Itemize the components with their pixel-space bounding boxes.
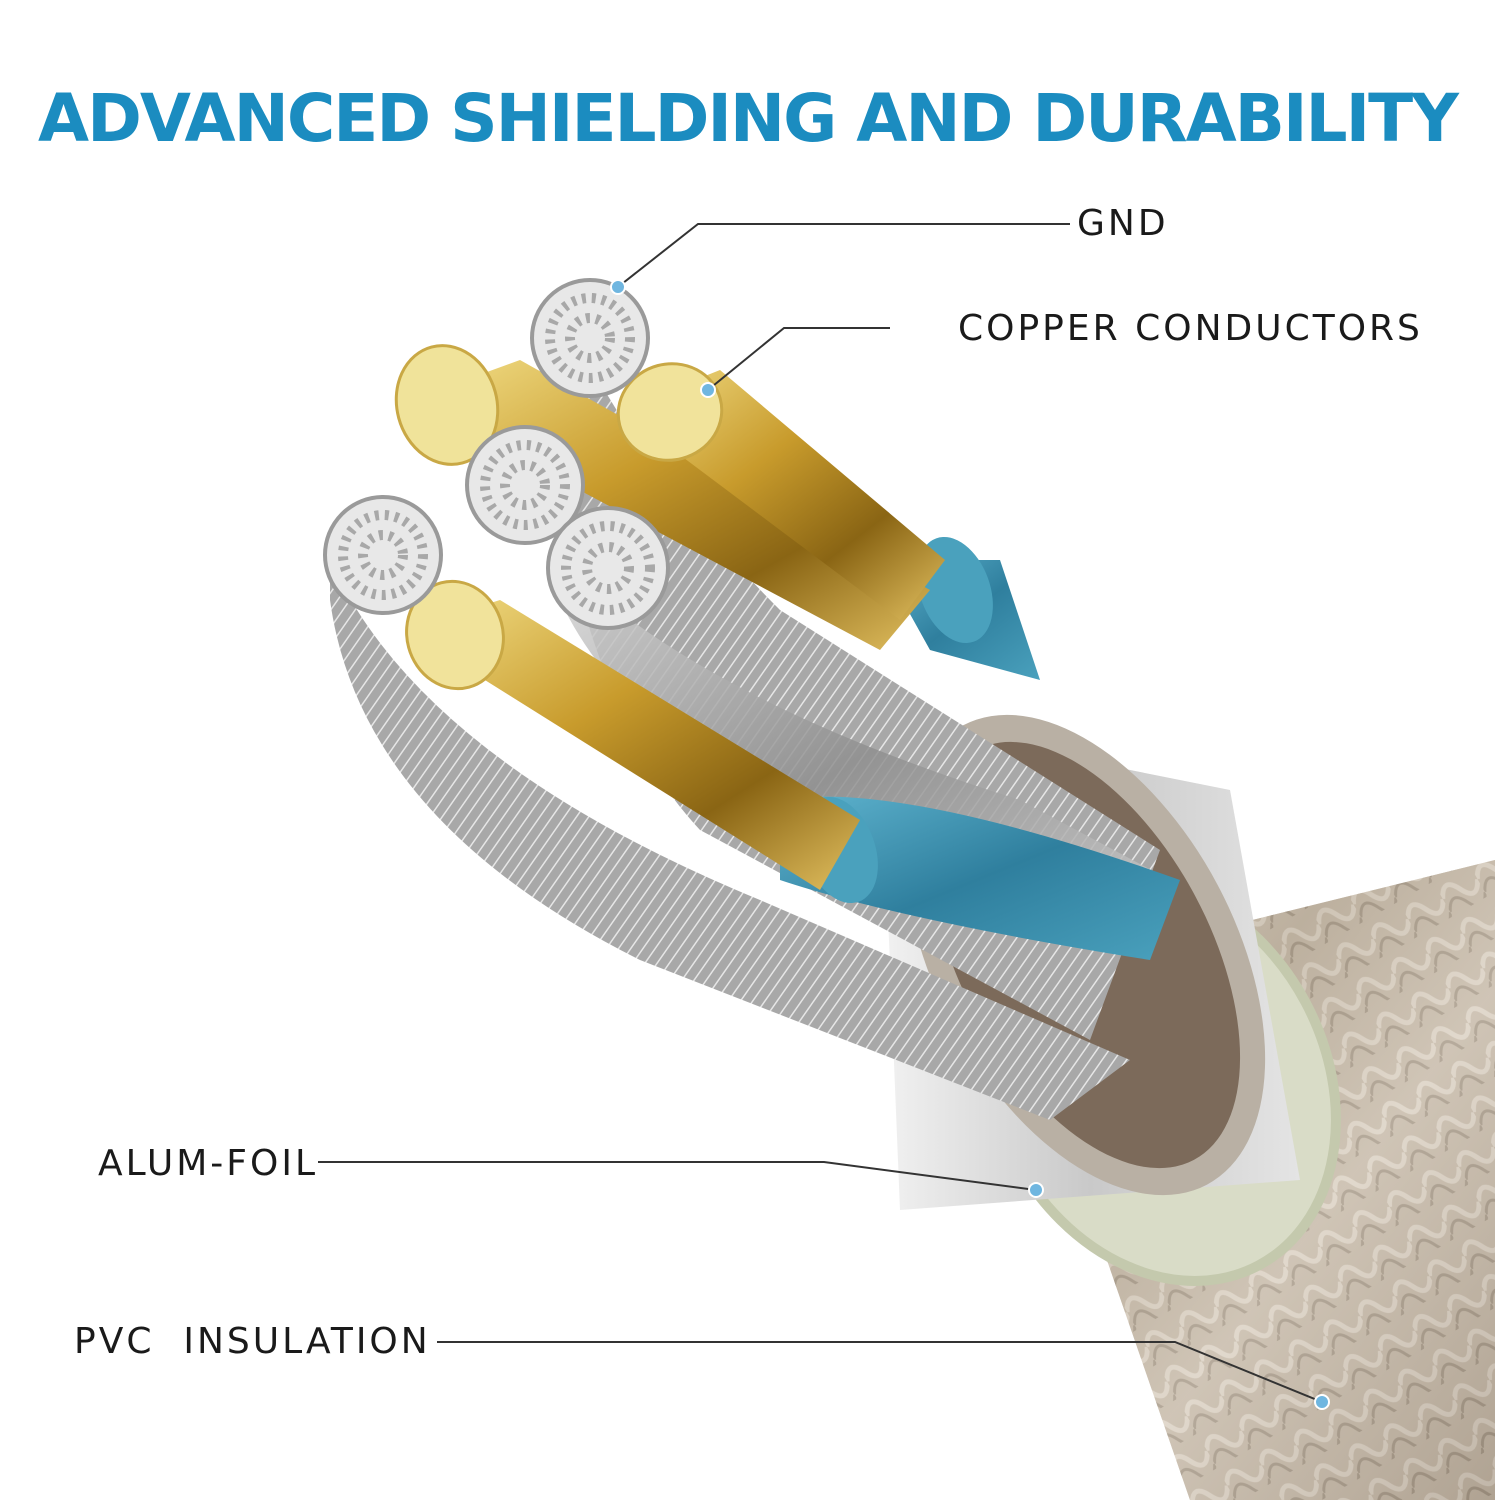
pvc-insulation-label: PVC INSULATION — [74, 1321, 431, 1362]
callout-leaders — [318, 223, 1323, 1403]
strand-bundle-ends — [323, 278, 670, 630]
pvc-leader-line — [437, 1341, 1323, 1403]
gnd-label: GND — [1077, 203, 1169, 244]
copper-leader-line — [707, 327, 890, 391]
copper-conductors-label: COPPER CONDUCTORS — [958, 308, 1423, 349]
foil-leader-line — [318, 1161, 1037, 1191]
pvc-dot — [1314, 1394, 1330, 1410]
copper-dot — [700, 382, 716, 398]
copper-conductors — [394, 344, 945, 890]
alum-foil-label: ALUM-FOIL — [98, 1143, 319, 1184]
callout-dots — [610, 279, 1330, 1410]
foil-dot — [1028, 1182, 1044, 1198]
gnd-leader-line — [617, 223, 1070, 288]
page-title: ADVANCED SHIELDING AND DURABILITY — [38, 80, 1459, 157]
gnd-dot — [610, 279, 626, 295]
